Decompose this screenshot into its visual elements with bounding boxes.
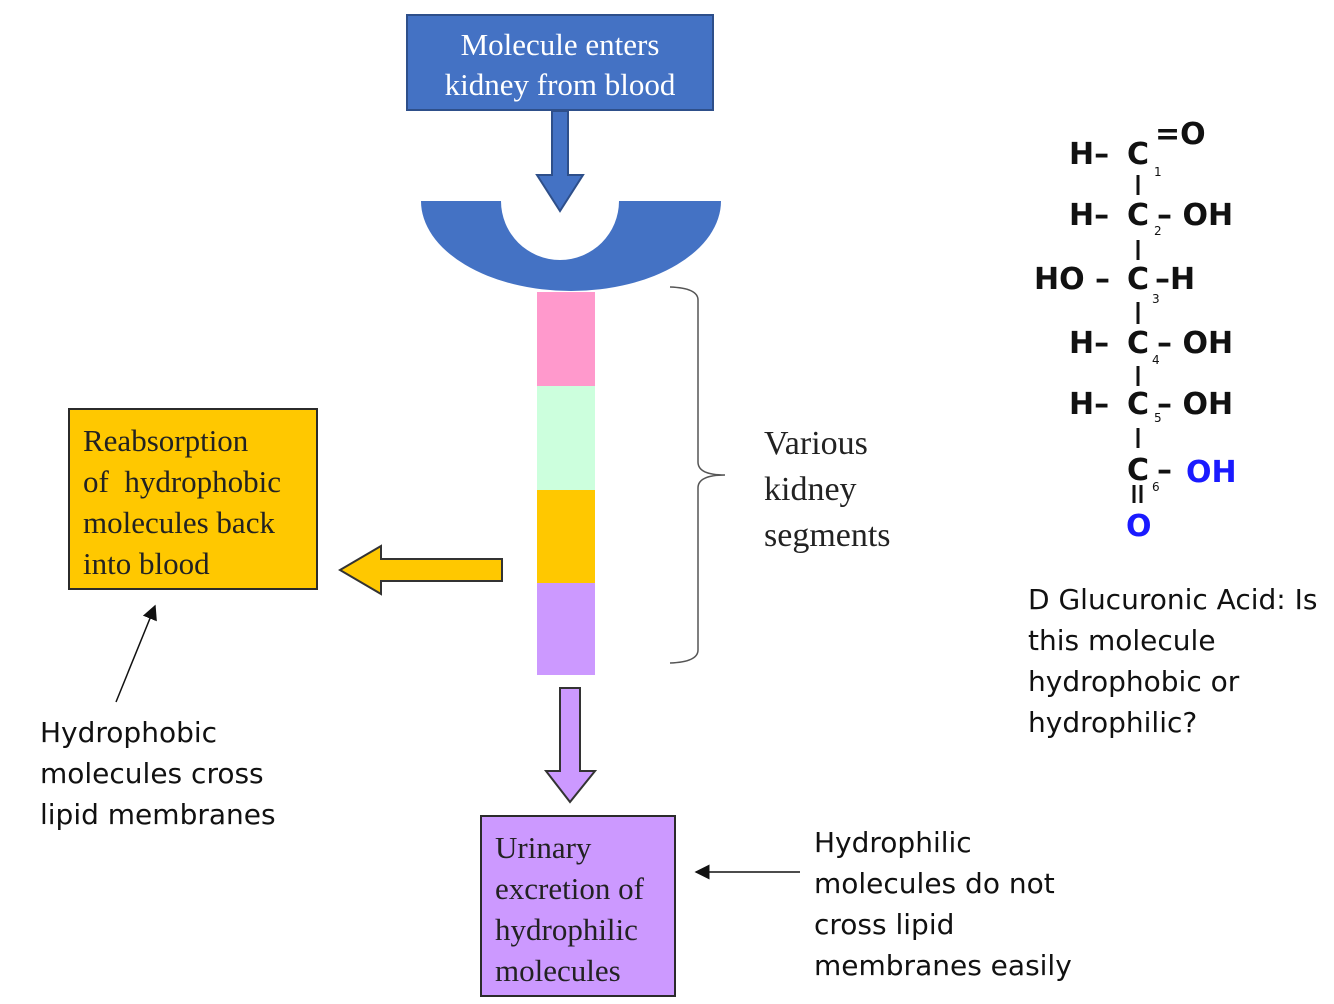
question-line-3: hydrophobic or [1028,665,1240,698]
segments-bracket [669,286,726,664]
c3-right-group: –H [1155,262,1196,297]
c6-carbon: C [1127,453,1150,488]
kidney-segment-2 [537,386,595,490]
c5-carbon: C [1127,387,1150,422]
reabsorption-line-3: molecules back [83,505,275,540]
glomerulus-cup [421,201,721,291]
kidney-segments-label: Various kidney segments [764,421,891,559]
molecule-enters-line-2: kidney from blood [444,67,676,102]
c4-right-group: – OH [1157,326,1234,361]
entry-arrow [535,110,585,213]
urinary-line-1: Urinary [495,830,592,865]
hydrophobic-note: Hydrophobic molecules cross lipid membra… [40,712,276,835]
c1-left-group: H– [1069,137,1110,172]
c4-left-group: H– [1069,326,1110,361]
reabsorption-line-1: Reabsorption [83,423,249,458]
c1-number: 1 [1154,165,1162,179]
reabsorption-box: Reabsorption of hydrophobic molecules ba… [68,408,318,590]
question-line-4: hydrophilic? [1028,706,1198,739]
kidney-segment-1 [537,292,595,386]
kidney-segment-4 [537,583,595,675]
urinary-line-3: hydrophilic [495,912,638,947]
hydrophobic-pointer-arrow [115,604,157,703]
reabsorption-line-2: of hydrophobic [83,464,282,499]
hydrophilic-note: Hydrophilic molecules do not cross lipid… [814,822,1072,986]
c3-carbon: C [1127,262,1150,297]
c2-right-group: – OH [1157,198,1234,233]
reabsorption-line-4: into blood [83,546,210,581]
molecule-enters-line-1: Molecule enters [460,27,660,62]
urinary-line-4: molecules [495,953,621,988]
c2-number: 2 [1154,224,1162,238]
question-line-1: D Glucuronic Acid: Is [1028,583,1318,616]
kidney-segments-label-line-3: segments [764,517,891,554]
molecule-enters-box: Molecule enters kidney from blood [406,14,714,111]
urinary-line-2: excretion of [495,871,644,906]
hydrophobic-note-line-1: Hydrophobic [40,716,218,749]
c3-left-group: HO – [1034,262,1111,297]
c4-carbon: C [1127,326,1150,361]
excretion-arrow [543,687,598,804]
c4-number: 4 [1152,353,1160,367]
kidney-segment-3 [537,490,595,583]
question-line-2: this molecule [1028,624,1216,657]
c2-carbon: C [1127,198,1150,233]
c2-left-group: H– [1069,198,1110,233]
c5-left-group: H– [1069,387,1110,422]
reabsorption-arrow [338,544,503,596]
carbonyl-oxygen: O [1126,509,1152,544]
carboxyl-oh-group: OH [1186,455,1237,490]
hydrophobic-note-line-2: molecules cross [40,757,264,790]
hydrophilic-note-line-4: membranes easily [814,949,1072,982]
c6-right-group: – [1157,453,1172,488]
hydrophilic-note-line-2: molecules do not [814,867,1055,900]
kidney-segments-label-line-2: kidney [764,471,857,508]
c1-carbon: C [1127,137,1150,172]
hydrophilic-note-line-1: Hydrophilic [814,826,972,859]
kidney-segments-label-line-1: Various [764,425,868,462]
glucuronic-question: D Glucuronic Acid: Is this molecule hydr… [1028,579,1317,743]
urinary-excretion-box: Urinary excretion of hydrophilic molecul… [480,815,676,997]
c3-number: 3 [1152,292,1160,306]
c5-number: 5 [1154,411,1162,425]
hydrophobic-note-line-3: lipid membranes [40,798,276,831]
hydrophilic-note-line-3: cross lipid [814,908,955,941]
c1-right-group: =O [1155,117,1206,152]
c6-number: 6 [1152,480,1160,494]
c5-right-group: – OH [1157,387,1234,422]
